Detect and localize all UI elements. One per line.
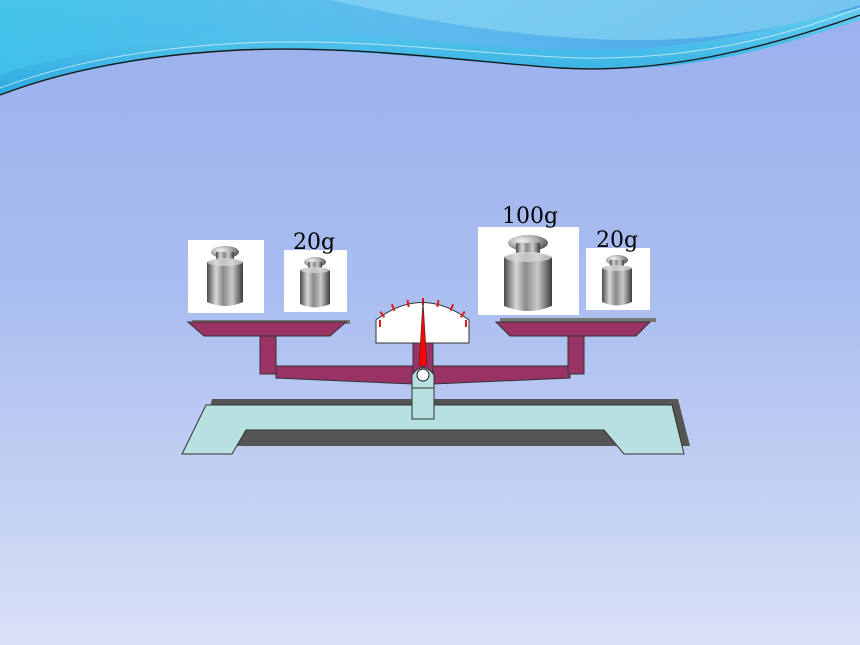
right-large-weight (478, 227, 579, 315)
scale-dial (375, 298, 470, 367)
left-pan (186, 320, 350, 337)
right-small-weight (586, 248, 650, 310)
right-large-weight-label: 100g (502, 204, 559, 229)
right-small-weight-label: 20g (596, 228, 639, 253)
balance-beam (259, 333, 585, 385)
left-small-weight-label: 20g (293, 230, 336, 255)
left-small-weight (284, 250, 347, 312)
pivot-knob (411, 367, 435, 389)
right-pan (494, 318, 656, 337)
scale-base (181, 399, 690, 455)
scale-needle (418, 299, 428, 367)
header-wave-decoration (0, 0, 860, 96)
left-large-weight (188, 240, 264, 313)
